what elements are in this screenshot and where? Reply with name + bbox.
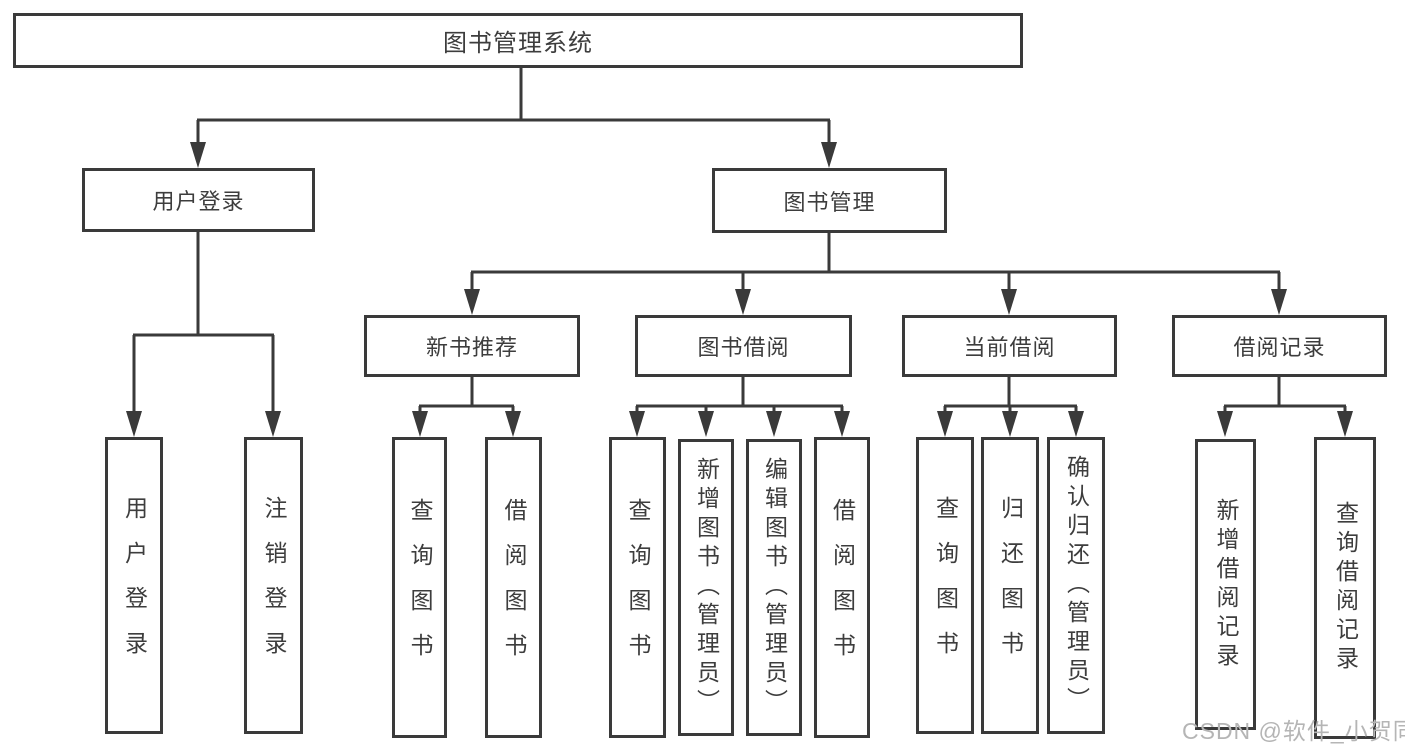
leaf-label: 查询图书	[407, 497, 433, 678]
node-new-book-recommendation: 新书推荐	[364, 315, 580, 377]
leaf-borrow-books: 借阅图书	[814, 437, 870, 738]
csdn-watermark: CSDN @软件_小贺同学	[1182, 718, 1405, 744]
leaf-query-borrow-record: 查询借阅记录	[1314, 437, 1376, 739]
leaf-return-books: 归还图书	[981, 437, 1039, 734]
leaf-label: 借阅图书	[501, 497, 527, 678]
leaf-label: 新增借阅记录	[1213, 497, 1239, 672]
leaf-label: 归还图书	[997, 495, 1024, 676]
leaf-query-books-current: 查询图书	[916, 437, 974, 734]
leaf-label: 新增图书（管理员）	[693, 457, 720, 718]
leaf-label: 借阅图书	[829, 497, 856, 678]
node-book-borrowing: 图书借阅	[635, 315, 852, 377]
leaf-add-borrow-record: 新增借阅记录	[1195, 439, 1256, 730]
leaf-label: 确认归还（管理员）	[1063, 455, 1090, 716]
leaf-label: 查询借阅记录	[1332, 501, 1359, 675]
leaf-label: 注销登录	[261, 495, 287, 676]
node-book-management: 图书管理	[712, 168, 947, 233]
leaf-add-books-admin: 新增图书（管理员）	[678, 439, 734, 736]
node-borrowing-records: 借阅记录	[1172, 315, 1387, 377]
node-label: 新书推荐	[425, 335, 518, 360]
leaf-label: 查询图书	[625, 497, 651, 678]
leaf-confirm-return-admin: 确认归还（管理员）	[1047, 437, 1105, 734]
node-label: 图书借阅	[697, 335, 790, 360]
leaf-borrow-books-recommend: 借阅图书	[485, 437, 542, 738]
node-current-borrowing: 当前借阅	[902, 315, 1117, 377]
leaf-label: 查询图书	[932, 495, 959, 676]
leaf-label: 用户登录	[121, 495, 148, 676]
leaf-query-books-recommend: 查询图书	[392, 437, 447, 738]
leaf-label: 编辑图书（管理员）	[761, 457, 788, 718]
node-label: 用户登录	[152, 189, 245, 214]
node-label: 图书管理系统	[443, 30, 593, 57]
node-label: 图书管理	[783, 189, 876, 215]
node-label: 借阅记录	[1233, 335, 1326, 360]
leaf-query-books-borrow: 查询图书	[609, 437, 666, 738]
leaf-edit-books-admin: 编辑图书（管理员）	[746, 439, 802, 736]
node-user-login-branch: 用户登录	[82, 168, 315, 232]
node-label: 当前借阅	[963, 335, 1056, 360]
node-library-management-system: 图书管理系统	[13, 13, 1023, 68]
leaf-user-login: 用户登录	[105, 437, 163, 734]
leaf-logout-login: 注销登录	[244, 437, 303, 734]
